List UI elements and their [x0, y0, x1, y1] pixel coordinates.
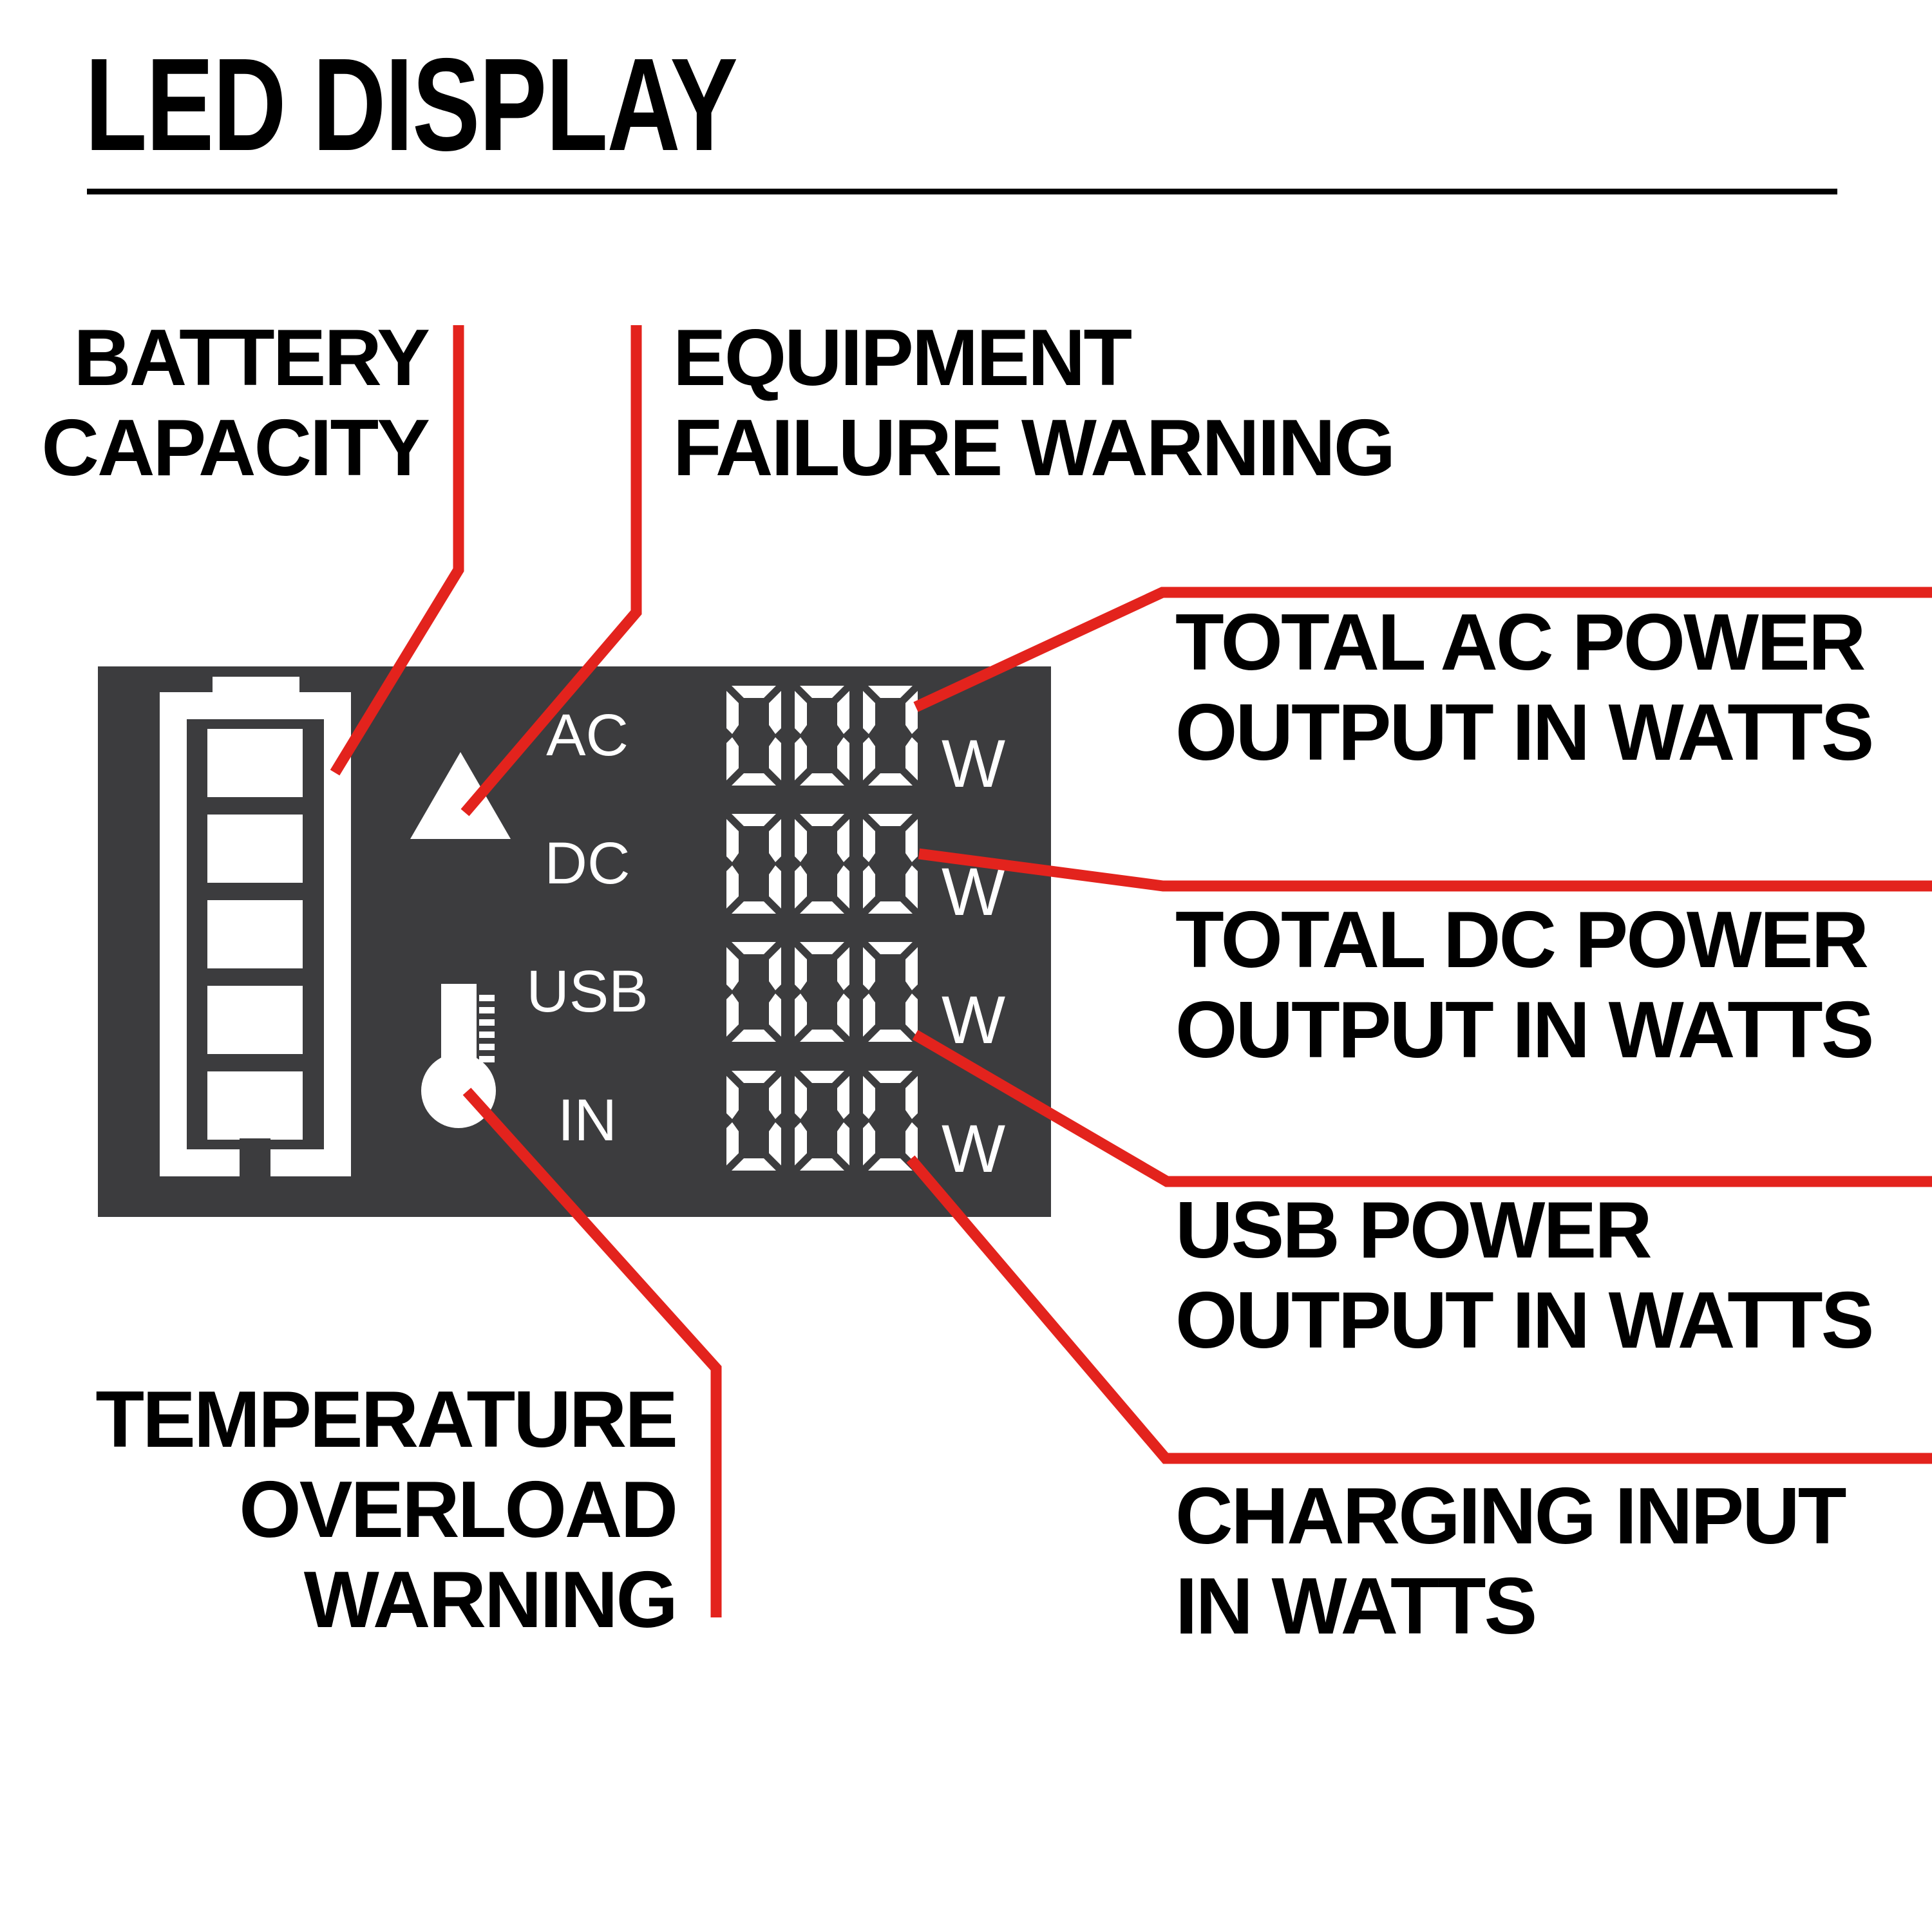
seven-segment-digit	[863, 814, 918, 914]
display-unit-dc: W	[942, 854, 1006, 930]
battery-charge-bar	[207, 729, 303, 797]
total-ac-power-label: TOTAL AC POWER OUTPUT IN WATTS	[1175, 598, 1932, 778]
battery-charge-bar	[207, 900, 303, 968]
display-unit-ac: W	[942, 726, 1006, 802]
label-line: OVERLOAD	[239, 1465, 678, 1554]
display-unit-in: W	[942, 1111, 1006, 1187]
thermometer-tick	[479, 1007, 495, 1013]
seven-segment-digit	[795, 942, 849, 1042]
display-value-in	[723, 1068, 921, 1174]
seven-segment-digit	[726, 814, 781, 914]
label-line: TOTAL DC POWER	[1175, 896, 1869, 984]
thermometer-tick	[479, 1019, 495, 1026]
thermometer-tick	[479, 995, 495, 1001]
label-line: CAPACITY	[41, 404, 430, 493]
label-line: BATTERY	[73, 314, 430, 402]
label-line: IN WATTS	[1175, 1562, 1537, 1651]
display-value-ac	[723, 683, 921, 789]
title-underline	[87, 189, 1837, 194]
label-line: FAILURE WARNING	[673, 404, 1396, 493]
charging-input-label: CHARGING INPUT IN WATTS	[1175, 1471, 1932, 1652]
seven-segment-digit	[795, 686, 849, 786]
seven-segment-digit	[863, 1071, 918, 1171]
battery-charge-bar	[207, 815, 303, 883]
display-row-label-dc: DC	[544, 831, 630, 896]
seven-segment-digit	[726, 942, 781, 1042]
thermometer-tick	[479, 1031, 495, 1038]
display-row-label-usb: USB	[526, 959, 649, 1024]
label-line: TOTAL AC POWER	[1175, 598, 1866, 687]
label-line: EQUIPMENT	[673, 314, 1132, 402]
battery-capacity-icon	[207, 729, 303, 1140]
usb-power-label: USB POWER OUTPUT IN WATTS	[1175, 1185, 1932, 1366]
label-line: CHARGING INPUT	[1175, 1472, 1847, 1561]
thermometer-tick	[479, 1056, 495, 1062]
seven-segment-digit	[726, 1071, 781, 1171]
display-unit-usb: W	[942, 983, 1006, 1058]
seven-segment-digit	[726, 686, 781, 786]
battery-capacity-icon	[240, 1138, 270, 1176]
label-line: TEMPERATURE	[95, 1375, 678, 1464]
battery-charge-bar	[207, 1071, 303, 1140]
temperature-overload-warning-label: TEMPERATURE OVERLOAD WARNING	[0, 1375, 678, 1645]
total-dc-power-callout-line	[918, 848, 1932, 892]
seven-segment-digit	[795, 814, 849, 914]
temperature-overload-warning-icon	[421, 1053, 496, 1128]
display-row-label-ac: AC	[546, 702, 629, 768]
label-line: OUTPUT IN WATTS	[1175, 1276, 1874, 1365]
label-line: USB POWER	[1175, 1186, 1653, 1275]
label-line: OUTPUT IN WATTS	[1175, 986, 1874, 1075]
display-value-usb	[723, 939, 921, 1045]
seven-segment-digit	[863, 686, 918, 786]
thermometer-tick	[479, 1044, 495, 1050]
battery-capacity-label: BATTERY CAPACITY	[0, 313, 430, 493]
battery-charge-bar	[207, 986, 303, 1054]
temperature-overload-warning-icon	[479, 995, 495, 1062]
total-dc-power-label: TOTAL DC POWER OUTPUT IN WATTS	[1175, 895, 1932, 1075]
page-title: LED DISPLAY	[85, 31, 738, 178]
seven-segment-digit	[863, 942, 918, 1042]
equipment-failure-warning-label: EQUIPMENT FAILURE WARNING	[673, 313, 1639, 493]
seven-segment-digit	[795, 1071, 849, 1171]
battery-capacity-icon	[213, 677, 299, 692]
display-row-label-in: IN	[558, 1088, 617, 1153]
label-line: WARNING	[303, 1556, 678, 1644]
display-value-dc	[723, 811, 921, 917]
label-line: OUTPUT IN WATTS	[1175, 688, 1874, 777]
